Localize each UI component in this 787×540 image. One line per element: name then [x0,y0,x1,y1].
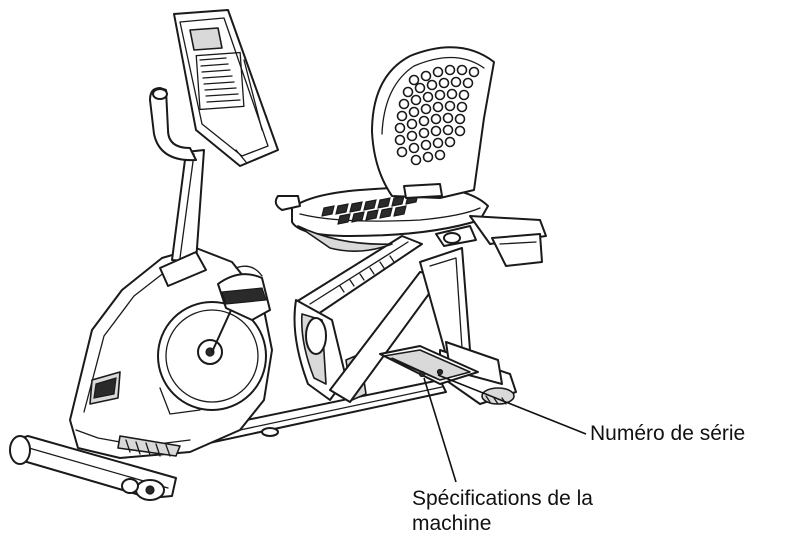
pedal [211,265,271,353]
console-vent [195,51,245,111]
rear-frame [329,247,517,405]
serial-number-label: Numéro de série [590,422,746,445]
front-stabilizer [9,435,177,501]
backrest [371,46,495,199]
seat-adjustment-lever [435,225,477,247]
seat-rail [293,235,423,401]
machine-specs-label-line2: machine [412,512,492,535]
console-mast [159,149,207,287]
seat [274,185,547,267]
rear-foot-plate [379,345,479,385]
machine-specs-label-line1: Spécifications de la [412,487,593,510]
machine-specs-leader-line [423,377,457,483]
machine-specs-label: Spécifications de la machine [412,486,593,536]
backrest-perforations [394,64,480,166]
seat-perforations [321,193,419,225]
console [173,9,279,167]
serial-number-leader-line [437,374,587,435]
